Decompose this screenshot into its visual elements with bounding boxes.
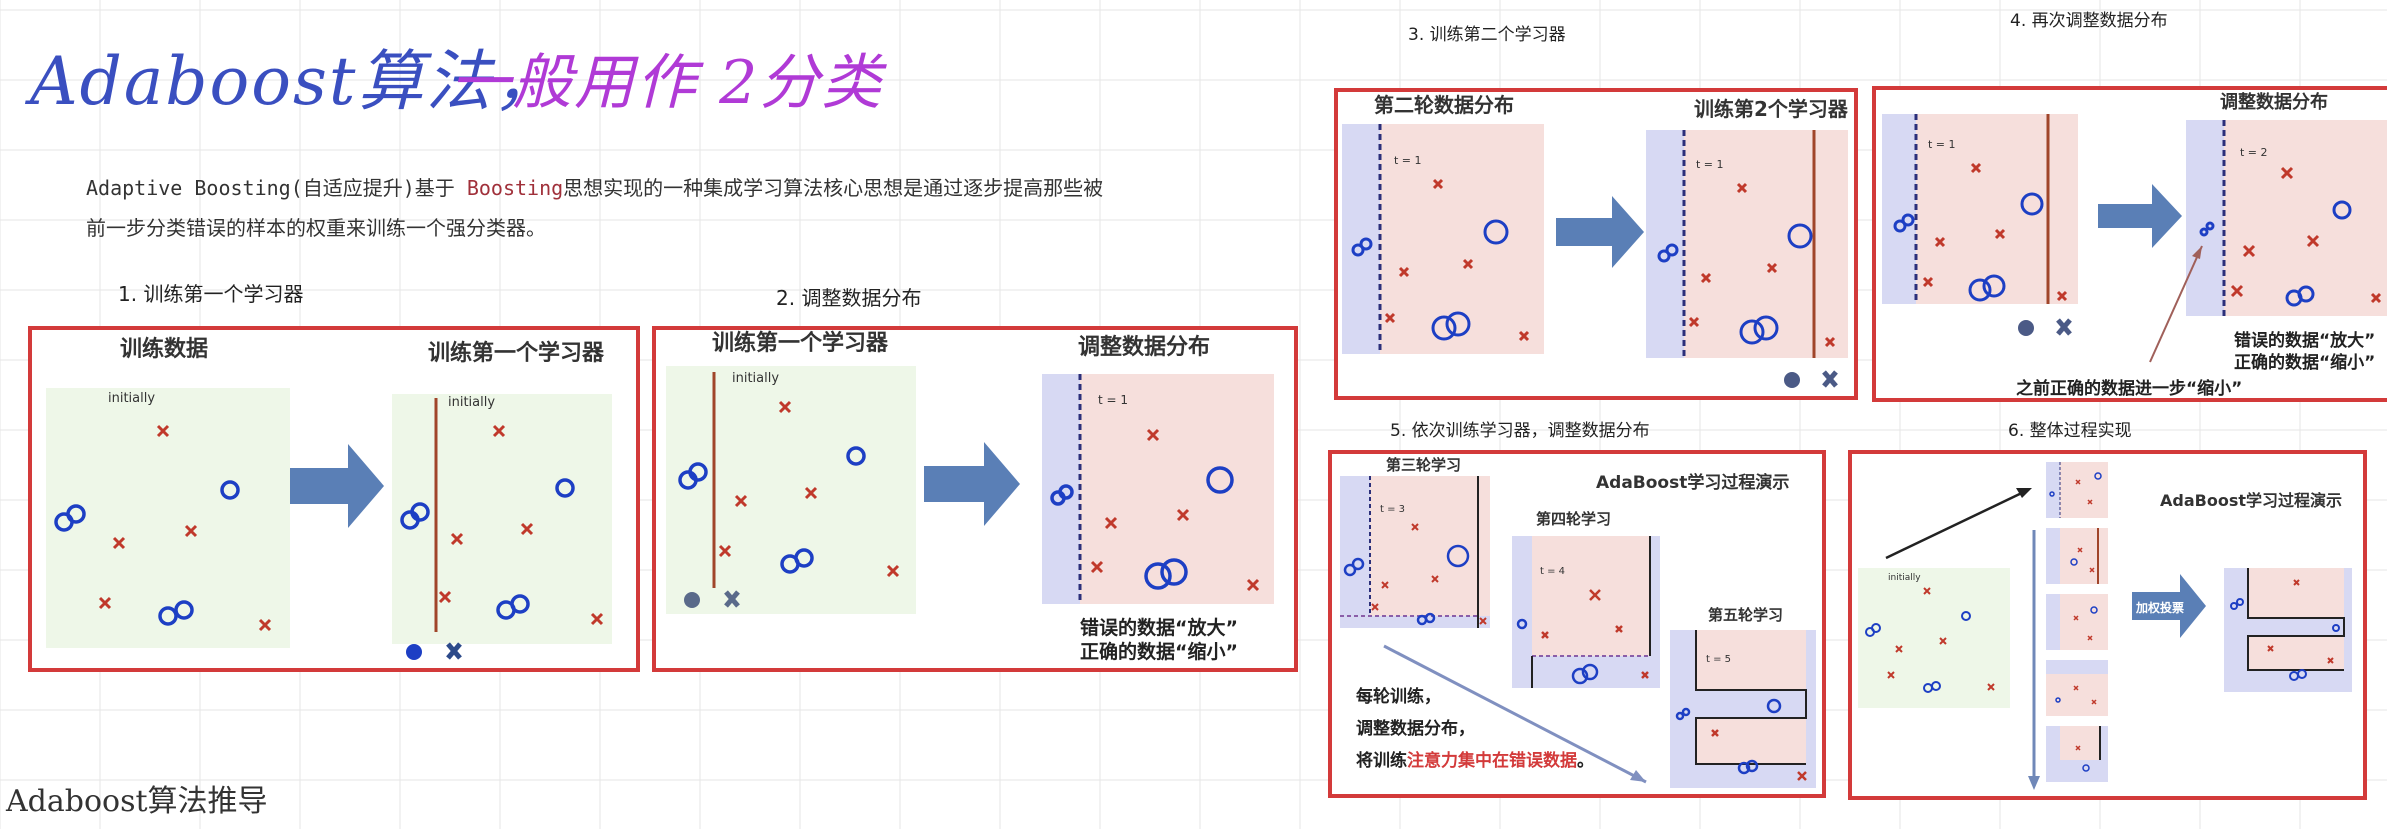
intro-line-2: 前一步分类错误的样本的权重来训练一个强分类器。: [86, 216, 546, 240]
p1-left-circles: [54, 480, 240, 626]
handwritten-title: Adaboost算法，: [30, 43, 562, 120]
step-1-title: 1. 训练第一个学习器: [118, 282, 304, 306]
p5-tag-5: t = 5: [1706, 654, 1731, 665]
p1-left-crosses: [98, 424, 272, 632]
p2-arrow: [924, 442, 1020, 526]
p5-note-3a: 将训练: [1356, 750, 1407, 771]
step-3-title: 3. 训练第二个学习器: [1408, 25, 1566, 45]
intro-line-1: Adaptive Boosting(自适应提升)基于 Boosting思想实现的…: [86, 168, 1103, 208]
p3-left-tag: t = 1: [1394, 154, 1422, 167]
p4-note-2: 正确的数据“缩小”: [2234, 352, 2375, 373]
p4-note-3: 之前正确的数据进一步“缩小”: [2016, 378, 2242, 399]
step-4-title: 4. 再次调整数据分布: [2010, 11, 2168, 31]
section-heading-derivation: Adaboost算法推导: [6, 784, 268, 819]
p5-note-3c: 。: [1577, 751, 1594, 771]
p5-round-4: 第四轮学习: [1536, 510, 1611, 528]
p1-legend-cross: [446, 642, 462, 660]
p3-arrow: [1556, 196, 1644, 268]
p4-right-title: 调整数据分布: [2220, 91, 2328, 113]
panel-overall-process: initially 加权投票 AdaBoos: [1848, 450, 2367, 800]
p6-learner-stack: [2046, 462, 2108, 782]
p1-left-title: 训练数据: [120, 336, 208, 362]
p5-note-3b: 注意力集中在错误数据: [1407, 750, 1577, 771]
p3-right-tag: t = 1: [1696, 158, 1724, 171]
p1-right-title: 训练第一个学习器: [428, 340, 605, 366]
panel-adjust-distribution: 训练第一个学习器 initially 调整数据分布 t = 1 错误的数据“放大…: [652, 326, 1298, 672]
p5-round-3: 第三轮学习: [1386, 456, 1461, 474]
p3-right-title: 训练第2个学习器: [1694, 97, 1849, 121]
p5-note-2: 调整数据分布，: [1356, 718, 1475, 739]
intro-text-c: 思想实现的一种集成学习算法核心思想是通过逐步提高那些被: [563, 176, 1104, 200]
p3-left-title: 第二轮数据分布: [1374, 93, 1514, 117]
p2-left-title: 训练第一个学习器: [712, 330, 889, 356]
step-6-title: 6. 整体过程实现: [2008, 421, 2132, 441]
p5-diagonal-arrow: [1383, 644, 1647, 784]
p2-right-tag: t = 1: [1098, 393, 1128, 407]
p4-pointer-line: [2149, 245, 2203, 363]
step-2-title: 2. 调整数据分布: [776, 286, 922, 310]
p6-tag: initially: [1888, 573, 1921, 583]
p1-right-tag: initially: [448, 395, 495, 410]
p4-arrow: [2098, 184, 2182, 248]
p5-note-3: 将训练注意力集中在错误数据。: [1356, 750, 1594, 771]
handwritten-note: 一般用作 2分类: [450, 48, 884, 118]
p2-right-title: 调整数据分布: [1078, 334, 1210, 360]
p4-right-tag: t = 2: [2240, 146, 2268, 159]
p4-left-tag: t = 1: [1928, 138, 1956, 151]
p5-tag-3: t = 3: [1380, 504, 1405, 515]
p5-tag-4: t = 4: [1540, 566, 1565, 577]
p1-legend-dot: [406, 644, 422, 660]
p1-left-tag: initially: [108, 391, 155, 406]
intro-paragraph: Adaptive Boosting(自适应提升)基于 Boosting思想实现的…: [86, 168, 1103, 248]
p2-left-tag: initially: [732, 371, 779, 386]
panel-train-first-learner: 训练数据 initially 训练第一个学习器 initially: [28, 326, 640, 672]
p6-up-arrow: [1885, 488, 2029, 560]
p2-note-1: 错误的数据“放大”: [1080, 616, 1238, 639]
p4-note-1: 错误的数据“放大”: [2234, 330, 2375, 351]
p6-weighted-vote-arrow: [2132, 574, 2206, 638]
p1-arrow: [290, 444, 384, 528]
intro-text-a: Adaptive Boosting(自适应提升)基于: [86, 176, 467, 200]
panel-train-second-learner: 第二轮数据分布 t = 1 训练第2个学习器 t = 1: [1334, 88, 1858, 400]
p6-title: AdaBoost学习过程演示: [2160, 491, 2342, 510]
intro-keyword: Boosting: [466, 176, 564, 200]
panel-adjust-again: t = 1 调整数据分布 t = 2 错误的数据“放大” 正确的数据“缩小” 之…: [1872, 86, 2387, 402]
p6-arrow-label: 加权投票: [2135, 600, 2184, 615]
p5-note-1: 每轮训练，: [1356, 686, 1441, 707]
p1-left-plot: [46, 388, 290, 648]
p5-title: AdaBoost学习过程演示: [1596, 472, 1789, 493]
p2-note-2: 正确的数据“缩小”: [1080, 640, 1238, 663]
p5-round-5: 第五轮学习: [1708, 606, 1783, 624]
step-5-title: 5. 依次训练学习器，调整数据分布: [1390, 421, 1650, 441]
panel-iterative-training: 第三轮学习 t = 3 第四轮学习 t = 4 第五轮学习 t = 5 AdaB…: [1328, 450, 1826, 798]
